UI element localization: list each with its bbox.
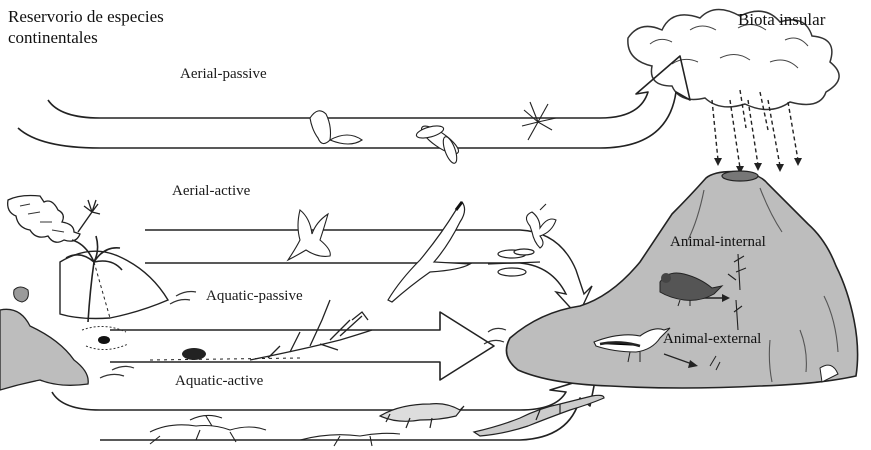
aerial-passive-arrow <box>18 56 690 148</box>
destination-title: Biota insular <box>738 10 825 30</box>
mainland-hill <box>60 251 168 318</box>
crocodile-icon <box>380 404 464 428</box>
floating-seed-icon <box>182 348 206 360</box>
route-aerial-passive-label: Aerial-passive <box>180 66 267 83</box>
route-aquatic-passive-label: Aquatic-passive <box>206 288 303 305</box>
insect-icon <box>415 122 462 165</box>
dandelion-seed-icon <box>522 102 556 140</box>
route-aerial-active-label: Aerial-active <box>172 183 250 200</box>
albatross-icon <box>388 202 470 302</box>
mainland-coast <box>0 309 88 390</box>
aerial-active-curve-arrow <box>520 230 592 316</box>
flying-bird-icon <box>288 210 330 260</box>
lizard-icon <box>474 395 604 436</box>
source-title: Reservorio de especies continentales <box>8 6 228 48</box>
aquatic-passive-arrow <box>110 312 494 380</box>
small-palm-icon <box>84 200 100 214</box>
route-aquatic-active-label: Aquatic-active <box>175 373 263 390</box>
butterfly-icon <box>526 204 556 248</box>
animal-external-label: Animal-external <box>663 331 761 348</box>
animal-internal-label: Animal-internal <box>670 234 766 251</box>
seed-wing-icon <box>310 111 362 144</box>
mainland-cliff <box>8 196 80 243</box>
